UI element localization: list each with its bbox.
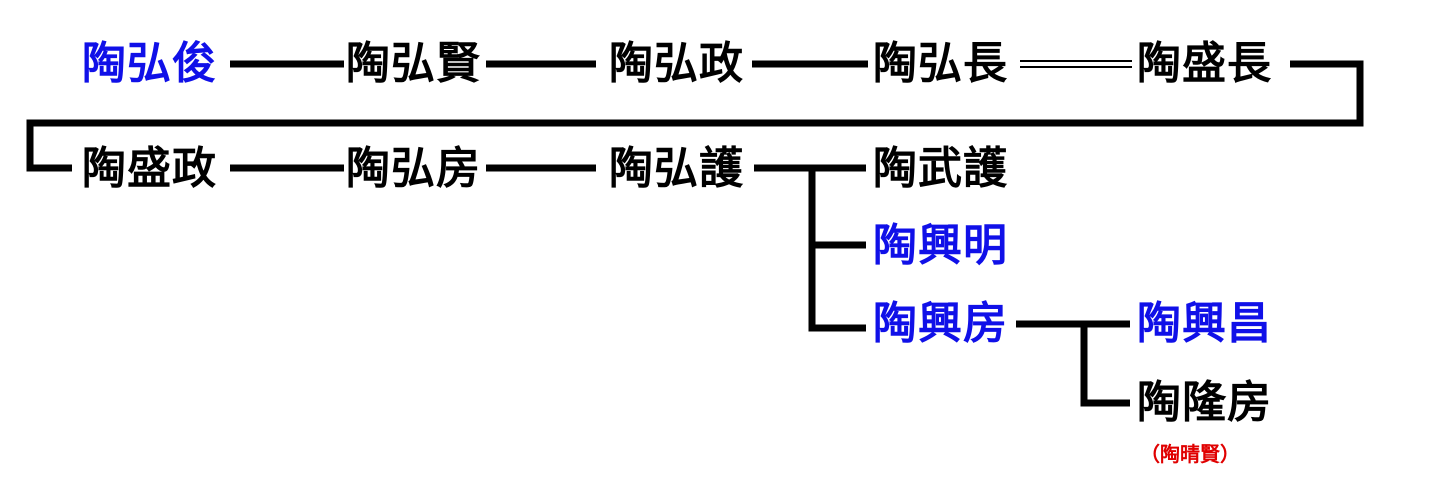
member-hirofusa: 陶弘房 [346,143,481,194]
member-hiromori: 陶弘護 [609,143,744,194]
connector-row-wrap [26,60,1364,172]
member-hiromasa: 陶弘政 [609,38,744,89]
member-hironaga: 陶弘長 [873,38,1008,89]
member-hirokata: 陶弘賢 [346,38,481,89]
member-takafusa: 陶隆房 [1137,377,1272,428]
member-morinaga: 陶盛長 [1137,38,1272,89]
connector-okifusa-bracket [1080,320,1130,407]
member-takemori: 陶武護 [873,143,1008,194]
member-okifusa: 陶興房 [873,298,1008,349]
member-morimasa: 陶盛政 [82,143,217,194]
member-okiaki: 陶興明 [873,220,1008,271]
takafusa-alias-note: （陶晴賢） [1140,442,1240,466]
member-okimasa: 陶興昌 [1137,298,1272,349]
member-hirotoshi: 陶弘俊 [82,38,217,89]
